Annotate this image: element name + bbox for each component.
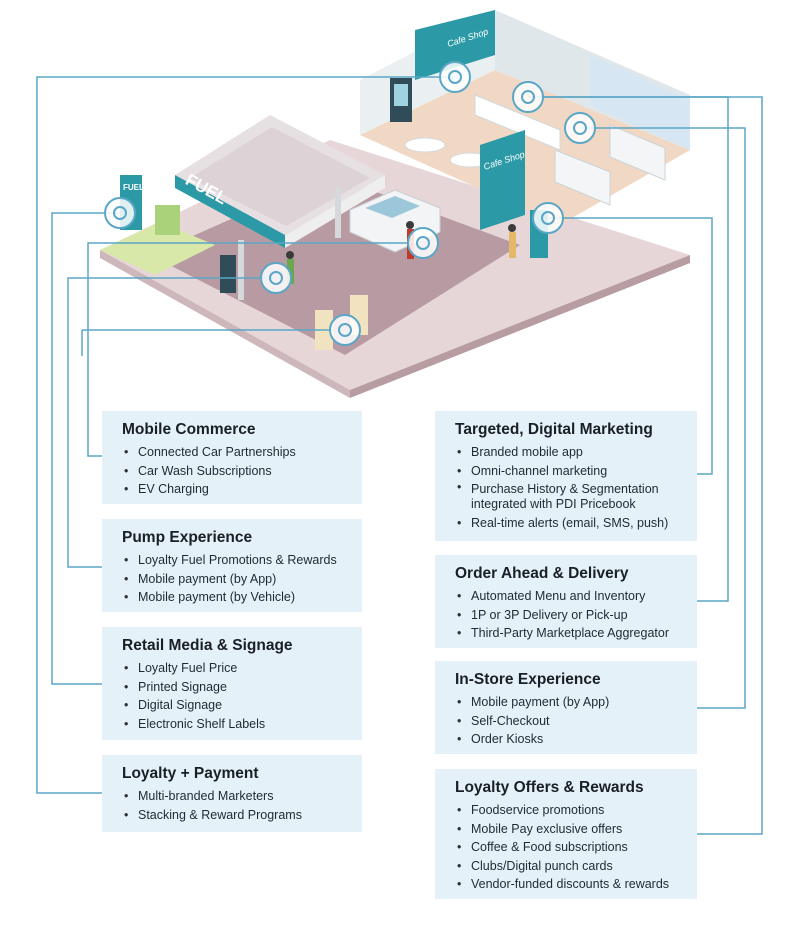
connector-retail-media bbox=[51, 212, 120, 685]
card-item: Loyalty Fuel Price bbox=[122, 659, 348, 678]
card-item: Car Wash Subscriptions bbox=[122, 462, 348, 481]
ground-slab-edge-right bbox=[350, 255, 690, 398]
card-item: Mobile Pay exclusive offers bbox=[455, 820, 683, 839]
card-item: Automated Menu and Inventory bbox=[455, 587, 683, 606]
connector-in-store bbox=[580, 127, 746, 709]
touchpoint-marker-car bbox=[407, 227, 439, 259]
card-loyalty-offers-rewards: Loyalty Offers & Rewards Foodservice pro… bbox=[435, 769, 697, 899]
card-item: Vendor-funded discounts & rewards bbox=[455, 875, 683, 894]
card-list: Loyalty Fuel Price Printed Signage Digit… bbox=[122, 659, 348, 733]
shelf-left bbox=[554, 149, 611, 206]
card-item: Third-Party Marketplace Aggregator bbox=[455, 624, 683, 643]
touchpoint-marker-cafe bbox=[439, 61, 471, 93]
card-order-ahead-delivery: Order Ahead & Delivery Automated Menu an… bbox=[435, 555, 697, 648]
card-title: Targeted, Digital Marketing bbox=[455, 421, 653, 438]
canopy-inner bbox=[190, 127, 370, 226]
card-item: Foodservice promotions bbox=[455, 801, 683, 820]
card-item: Loyalty Fuel Promotions & Rewards bbox=[122, 551, 348, 570]
card-item: Stacking & Reward Programs bbox=[122, 806, 348, 825]
touchpoint-marker-shelf bbox=[564, 112, 596, 144]
canopy-front bbox=[175, 175, 285, 248]
card-item: Mobile payment (by Vehicle) bbox=[122, 588, 348, 607]
card-item: Electronic Shelf Labels bbox=[122, 715, 348, 734]
fuel-pylon-sign: FUEL bbox=[123, 183, 144, 192]
car-window bbox=[365, 196, 420, 218]
connector-pump-experience bbox=[67, 277, 276, 568]
person bbox=[508, 224, 516, 232]
canopy-pillar bbox=[335, 188, 341, 238]
card-item: Omni-channel marketing bbox=[455, 462, 683, 481]
card-targeted-digital-marketing: Targeted, Digital Marketing Branded mobi… bbox=[435, 411, 697, 541]
card-list: Automated Menu and Inventory 1P or 3P De… bbox=[455, 587, 683, 643]
store-window bbox=[590, 55, 690, 150]
touchpoint-markers bbox=[104, 61, 596, 346]
fuel-pump bbox=[220, 255, 236, 293]
card-item: Connected Car Partnerships bbox=[122, 443, 348, 462]
card-title: Order Ahead & Delivery bbox=[455, 565, 629, 582]
card-item: Purchase History & Segmentation integrat… bbox=[455, 480, 683, 514]
card-title: Mobile Commerce bbox=[122, 421, 256, 438]
connector-loyalty-offers bbox=[528, 96, 763, 835]
card-list: Mobile payment (by App) Self-Checkout Or… bbox=[455, 693, 683, 749]
vending-machine-screen bbox=[394, 84, 408, 106]
card-item: Printed Signage bbox=[122, 678, 348, 697]
touchpoint-marker-checkout bbox=[532, 202, 564, 234]
touchpoint-marker-pump bbox=[260, 262, 292, 294]
card-item: Self-Checkout bbox=[455, 712, 683, 731]
card-title: In-Store Experience bbox=[455, 671, 601, 688]
card-item: Branded mobile app bbox=[455, 443, 683, 462]
cafe-kiosk bbox=[480, 130, 525, 230]
card-pump-experience: Pump Experience Loyalty Fuel Promotions … bbox=[102, 519, 362, 612]
card-title: Retail Media & Signage bbox=[122, 637, 293, 654]
card-in-store-experience: In-Store Experience Mobile payment (by A… bbox=[435, 661, 697, 754]
card-list: Connected Car Partnerships Car Wash Subs… bbox=[122, 443, 348, 499]
card-mobile-commerce: Mobile Commerce Connected Car Partnershi… bbox=[102, 411, 362, 504]
card-item: 1P or 3P Delivery or Pick-up bbox=[455, 606, 683, 625]
touchpoint-marker-counter bbox=[512, 81, 544, 113]
card-retail-media-signage: Retail Media & Signage Loyalty Fuel Pric… bbox=[102, 627, 362, 740]
card-loyalty-payment: Loyalty + Payment Multi-branded Marketer… bbox=[102, 755, 362, 832]
shelf-right bbox=[609, 124, 666, 181]
connector-mobile-commerce bbox=[87, 242, 408, 457]
cafe-wall bbox=[415, 10, 495, 80]
person bbox=[406, 221, 414, 229]
ev-charger bbox=[155, 205, 180, 235]
connector-loyalty-payment bbox=[36, 76, 455, 794]
touchpoint-marker-pylon bbox=[104, 197, 136, 229]
card-item: Multi-branded Marketers bbox=[122, 787, 348, 806]
counter bbox=[474, 94, 561, 151]
card-list: Branded mobile app Omni-channel marketin… bbox=[455, 443, 683, 533]
card-title: Loyalty Offers & Rewards bbox=[455, 779, 644, 796]
card-item: EV Charging bbox=[122, 480, 348, 499]
canopy-pillar bbox=[238, 240, 244, 300]
connector-lines bbox=[36, 76, 763, 835]
ground-slab-edge bbox=[100, 250, 350, 398]
card-item: Mobile payment (by App) bbox=[122, 570, 348, 589]
card-list: Multi-branded Marketers Stacking & Rewar… bbox=[122, 787, 348, 824]
card-list: Loyalty Fuel Promotions & Rewards Mobile… bbox=[122, 551, 348, 607]
card-item: Clubs/Digital punch cards bbox=[455, 857, 683, 876]
person bbox=[509, 232, 516, 258]
card-title: Pump Experience bbox=[122, 529, 253, 546]
card-item: Mobile payment (by App) bbox=[455, 693, 683, 712]
card-item: Order Kiosks bbox=[455, 730, 683, 749]
card-title: Loyalty + Payment bbox=[122, 765, 259, 782]
grass-pad bbox=[100, 222, 215, 275]
card-item: Real-time alerts (email, SMS, push) bbox=[455, 514, 683, 533]
touchpoint-marker-dispenser bbox=[329, 314, 361, 346]
card-item: Coffee & Food subscriptions bbox=[455, 838, 683, 857]
connector-targeted-marketing bbox=[548, 217, 713, 475]
card-list: Foodservice promotions Mobile Pay exclus… bbox=[455, 801, 683, 894]
person bbox=[286, 251, 294, 259]
card-item: Digital Signage bbox=[122, 696, 348, 715]
cafe-table bbox=[404, 137, 446, 153]
